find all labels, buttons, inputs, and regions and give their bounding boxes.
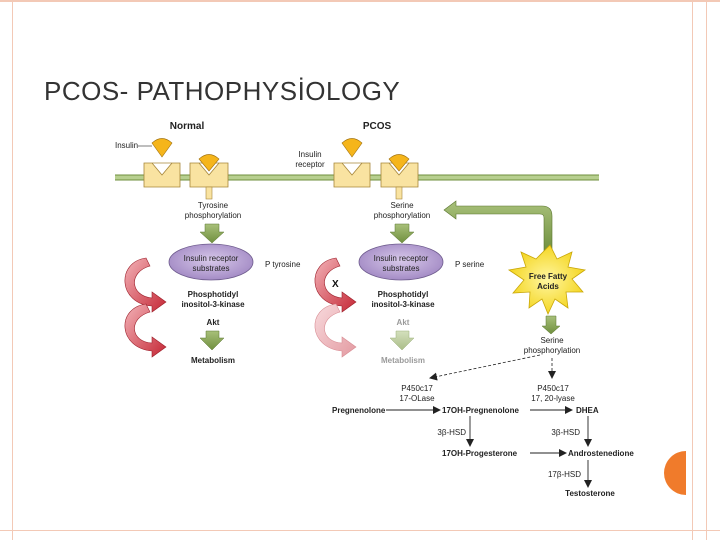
down-arrow-icon <box>541 315 561 335</box>
header-normal: Normal <box>170 121 205 132</box>
dashed-arrow <box>429 354 541 381</box>
down-arrow-icon <box>389 223 415 244</box>
curved-arrow-icon <box>124 303 167 358</box>
ffa-label-line1: Free Fatty <box>529 272 568 281</box>
pi3k-label-line2: inositol-3-kinase <box>371 300 435 309</box>
pi3k-label-line2: inositol-3-kinase <box>181 300 245 309</box>
down-arrow-icon <box>389 330 415 351</box>
curved-arrow-icon <box>314 303 357 358</box>
down-arrow-icon <box>199 223 225 244</box>
dhea-label: DHEA <box>576 406 599 415</box>
p450c17-left-line1: P450c17 <box>401 384 433 393</box>
irs-label-line2: substrates <box>193 264 230 273</box>
3b-hsd-right-label: 3β-HSD <box>551 428 580 437</box>
insulin-receptor-icon <box>333 162 419 188</box>
p450c17-left-line2: 17-OLase <box>399 394 435 403</box>
serine-phosphorylation-line2: phosphorylation <box>374 211 430 220</box>
serine-phosphorylation-right-line1: Serine <box>540 336 564 345</box>
irs-label-line2: substrates <box>383 264 420 273</box>
ffa-label-line2: Acids <box>537 282 559 291</box>
frame-line-top <box>0 0 720 2</box>
insulin-label: Insulin <box>115 141 138 150</box>
p-tyrosine-label: P tyrosine <box>265 260 301 269</box>
17b-hsd-label: 17β-HSD <box>548 470 581 479</box>
akt-label: Akt <box>397 318 410 327</box>
feedback-arrow-icon <box>443 200 553 253</box>
akt-label: Akt <box>207 318 220 327</box>
metabolism-label: Metabolism <box>381 356 425 365</box>
irs-label-line1: Insulin receptor <box>374 254 429 263</box>
frame-line-left <box>12 0 13 540</box>
3b-hsd-left-label: 3β-HSD <box>437 428 466 437</box>
serine-phosphorylation-right-line2: phosphorylation <box>524 346 580 355</box>
insulin-receptor-label-line1: Insulin <box>298 150 321 159</box>
frame-line-right-inner <box>692 0 693 540</box>
insulin-molecule-icon <box>151 138 220 172</box>
tyrosine-phosphorylation-line1: Tyrosine <box>198 201 229 210</box>
p450c17-right-line2: 17, 20-lyase <box>531 394 575 403</box>
curved-arrow-icon <box>124 257 167 313</box>
insulin-receptor-label-line2: receptor <box>295 160 325 169</box>
slide-title: PCOS- PATHOPHYSİOLOGY <box>44 76 401 106</box>
tyrosine-phosphorylation-line2: phosphorylation <box>185 211 241 220</box>
17oh-pregnenolone-label: 17OH-Pregnenolone <box>442 406 519 415</box>
insulin-receptor-substrates-oval <box>168 243 254 281</box>
block-x-icon: X <box>332 279 339 290</box>
pregnenolone-label: Pregnenolone <box>332 406 386 415</box>
metabolism-label: Metabolism <box>191 356 235 365</box>
pi3k-label-line1: Phosphotidyl <box>188 290 239 299</box>
free-fatty-acids-starburst <box>507 244 587 316</box>
receptor-stem <box>395 186 403 200</box>
frame-line-bottom <box>0 530 720 531</box>
irs-label-line1: Insulin receptor <box>184 254 239 263</box>
androstenedione-label: Androstenedione <box>568 449 634 458</box>
frame-line-right-outer <box>706 0 707 540</box>
receptor-stem <box>205 186 213 200</box>
insulin-molecule-icon <box>341 138 410 172</box>
p450c17-right-line1: P450c17 <box>537 384 569 393</box>
insulin-receptor-icon <box>143 162 229 188</box>
down-arrow-icon <box>199 330 225 351</box>
header-pcos: PCOS <box>363 121 392 132</box>
insulin-receptor-substrates-oval <box>358 243 444 281</box>
p-serine-label: P serine <box>455 260 485 269</box>
pi3k-label-line1: Phosphotidyl <box>378 290 429 299</box>
serine-phosphorylation-line1: Serine <box>390 201 414 210</box>
curved-arrow-icon <box>314 257 357 313</box>
decorative-half-circle <box>664 451 686 495</box>
testosterone-label: Testosterone <box>565 489 615 498</box>
17oh-progesterone-label: 17OH-Progesterone <box>442 449 518 458</box>
